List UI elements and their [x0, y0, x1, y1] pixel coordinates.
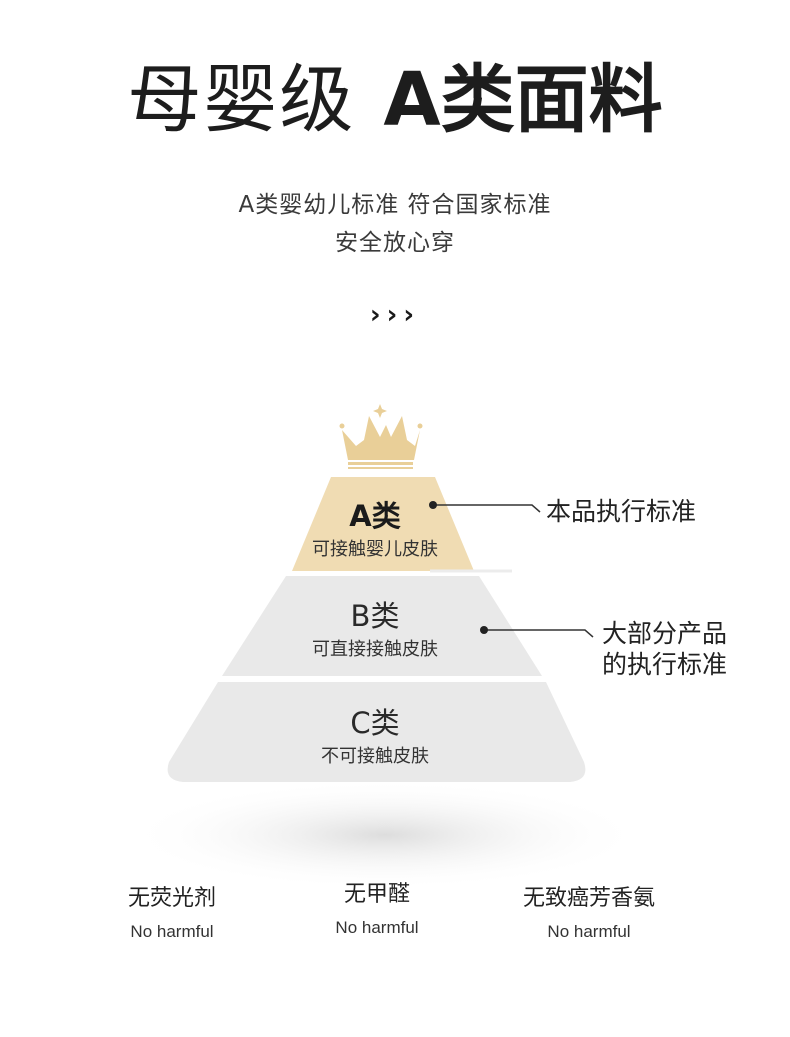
tier-a-desc: 可接触婴儿皮肤 — [312, 539, 438, 560]
feature-subtitle: No harmful — [335, 918, 419, 937]
tier-a-grade: A类 — [349, 499, 401, 533]
feature-subtitle: No harmful — [130, 922, 214, 941]
feature-title: 无致癌芳香氨 — [522, 886, 655, 911]
subtitle-line-1: A类婴幼儿标准 符合国家标准 — [238, 192, 552, 218]
subtitle-line-2: 安全放心穿 — [335, 230, 455, 256]
feature-no-formaldehyde: 无甲醛 No harmful — [247, 876, 507, 938]
chevron-right-icon: ››› — [369, 300, 421, 330]
feature-title: 无荧光剂 — [127, 886, 216, 911]
tier-b-grade: B类 — [350, 599, 400, 633]
callout-b-line1: 大部分产品 — [602, 619, 728, 648]
tier-b-desc: 可直接接触皮肤 — [312, 639, 438, 660]
callout-a-dot — [429, 501, 437, 509]
tier-c-grade: C类 — [350, 706, 400, 740]
tier-c-desc: 不可接触皮肤 — [321, 746, 429, 767]
callout-b: 大部分产品 的执行标准 — [602, 618, 727, 680]
callout-a: 本品执行标准 — [546, 496, 696, 527]
callout-b-line2: 的执行标准 — [602, 650, 728, 679]
feature-no-fluorescent: 无荧光剂 No harmful — [42, 880, 302, 942]
feature-subtitle: No harmful — [547, 922, 631, 941]
callout-a-line1: 本品执行标准 — [546, 497, 697, 526]
callout-a-line — [433, 504, 541, 513]
title-light: 母婴级 — [127, 57, 356, 143]
page-title: 母婴级 A类面料 — [0, 52, 790, 148]
title-bold: A类面料 — [383, 57, 663, 143]
tier-a-shape — [292, 477, 474, 571]
tier-c-shape — [167, 682, 586, 782]
crown-icon — [339, 404, 423, 469]
pyramid-shadow — [125, 780, 645, 890]
callout-b-line — [484, 629, 594, 638]
feature-no-carcinogenic-amine: 无致癌芳香氨 No harmful — [459, 880, 719, 942]
tier-b-shape — [222, 576, 542, 676]
callout-b-dot — [480, 626, 488, 634]
feature-title: 无甲醛 — [343, 882, 410, 907]
